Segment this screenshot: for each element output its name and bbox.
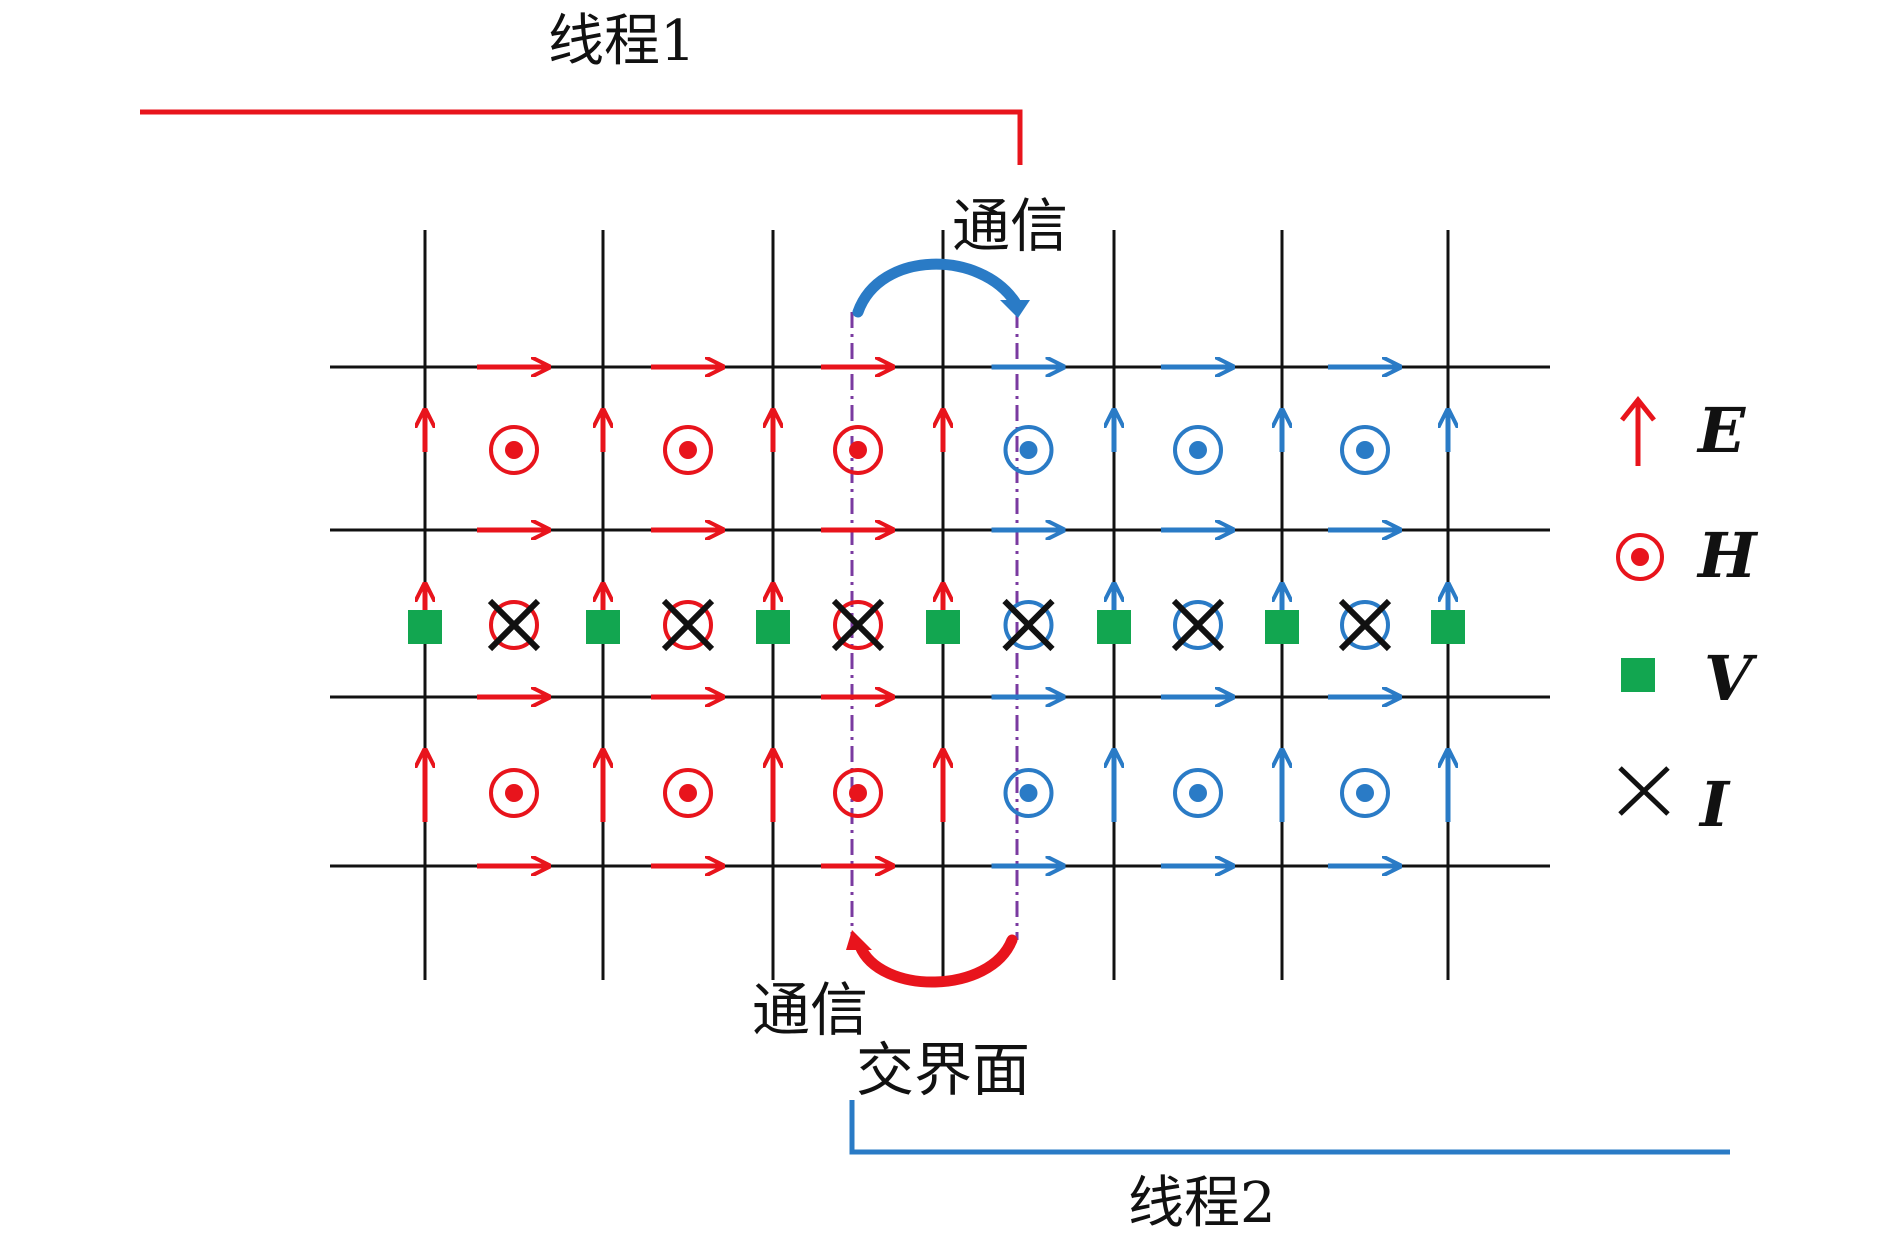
- voltage-square-icon: [408, 610, 442, 644]
- comm-arc-top: [852, 258, 1021, 318]
- square-icon: [1621, 658, 1655, 692]
- h-field-dot-icon: [1356, 441, 1374, 459]
- legend-symbol-e: E: [1696, 394, 1746, 467]
- current-cross-icon: [661, 598, 715, 652]
- h-field-circle-icon: [489, 768, 539, 818]
- h-field-dot-icon: [1019, 784, 1038, 802]
- current-cross-icon: [1002, 598, 1055, 652]
- h-field-circle-icon: [1003, 600, 1054, 650]
- h-field-circle-icon: [1173, 425, 1223, 475]
- h-field-dot-icon: [849, 441, 867, 459]
- voltage-square-icon: [756, 610, 790, 644]
- h-field-circle-icon: [489, 425, 539, 475]
- h-field-circle-icon: [1340, 768, 1390, 818]
- h-field-circle-icon: [663, 768, 713, 818]
- legend-symbol-v: V: [1704, 642, 1758, 715]
- h-field-dot-icon: [1189, 784, 1207, 802]
- current-cross-icon: [487, 598, 541, 652]
- thread1-label: 线程1: [548, 9, 696, 74]
- field-symbols: [408, 367, 1465, 866]
- h-field-dot-icon: [1189, 441, 1207, 459]
- h-field-dot-icon: [679, 441, 697, 459]
- arrow-up-head-icon: [1620, 395, 1656, 422]
- h-field-circle-icon: [1003, 768, 1054, 818]
- circle-dot-center-icon: [1631, 548, 1649, 566]
- comm-arc-top-head: [1000, 300, 1030, 318]
- legend-item-v: V: [1621, 642, 1758, 715]
- h-field-circle-icon: [833, 600, 883, 650]
- comm-arc-bottom-head: [846, 930, 872, 950]
- h-field-circle-icon: [663, 425, 713, 475]
- current-cross-icon: [1338, 598, 1392, 652]
- h-field-circle-icon: [833, 425, 883, 475]
- circle-dot-icon: [1616, 533, 1664, 581]
- voltage-square-icon: [1431, 610, 1465, 644]
- voltage-square-icon: [1097, 610, 1131, 644]
- h-field-dot-icon: [679, 784, 697, 802]
- h-field-circle-icon: [1173, 600, 1223, 650]
- comm-label-bottom: 通信: [752, 976, 868, 1044]
- interface-label: 交界面: [856, 1036, 1030, 1104]
- h-field-dot-icon: [1356, 784, 1374, 802]
- comm-arc-bottom: [854, 934, 1018, 988]
- h-field-circle-icon: [1340, 600, 1390, 650]
- current-cross-icon: [1171, 598, 1225, 652]
- legend-item-i: I: [1618, 766, 1731, 841]
- h-field-dot-icon: [505, 441, 523, 459]
- legend-symbol-i: I: [1698, 768, 1731, 841]
- h-field-circle-icon: [663, 600, 713, 650]
- current-cross-icon: [831, 598, 885, 652]
- cross-icon: [1618, 766, 1670, 816]
- thread1-bracket: [140, 109, 1023, 165]
- h-field-circle-icon: [1340, 425, 1390, 475]
- h-field-circle-icon: [1173, 768, 1223, 818]
- legend-item-e: E: [1620, 394, 1746, 467]
- voltage-square-icon: [1265, 610, 1299, 644]
- legend-symbol-h: H: [1696, 519, 1759, 592]
- legend-item-h: H: [1616, 519, 1759, 592]
- voltage-square-icon: [926, 610, 960, 644]
- voltage-square-icon: [586, 610, 620, 644]
- h-field-circle-icon: [1003, 425, 1054, 475]
- h-field-dot-icon: [1019, 441, 1038, 459]
- legend: E H V I: [1616, 394, 1759, 841]
- h-field-dot-icon: [849, 784, 867, 802]
- thread2-bracket: [849, 1100, 1730, 1155]
- h-field-dot-icon: [505, 784, 523, 802]
- h-field-circle-icon: [833, 768, 883, 818]
- h-field-circle-icon: [489, 600, 539, 650]
- thread2-label: 线程2: [1128, 1171, 1276, 1236]
- comm-label-top: 通信: [952, 192, 1068, 260]
